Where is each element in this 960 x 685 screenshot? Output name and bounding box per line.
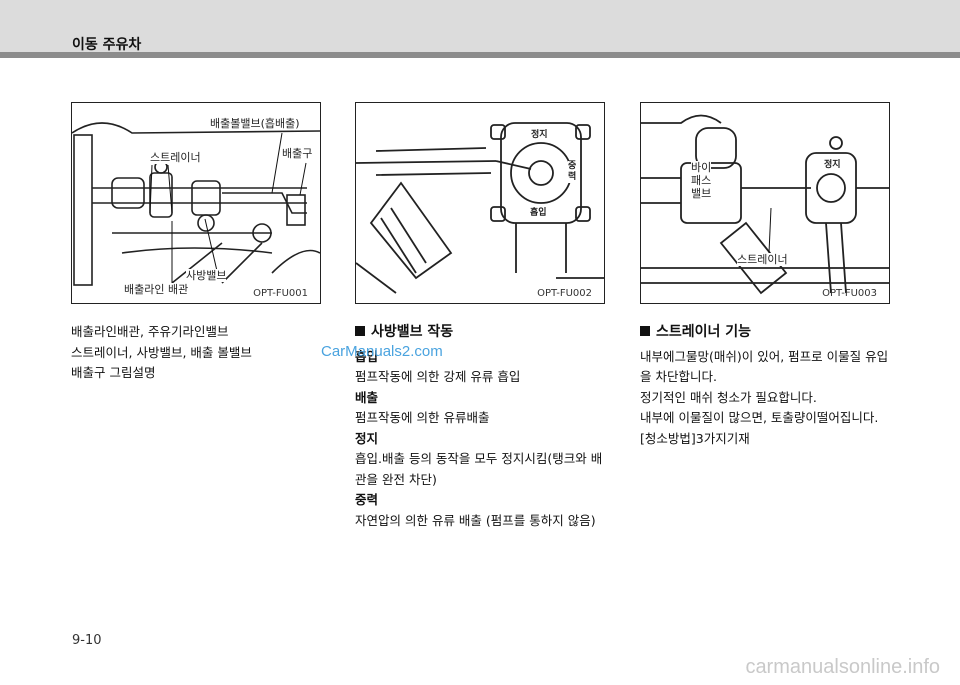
label-outlet-ball-valve: 배출볼밸브(흡배출) bbox=[210, 117, 300, 130]
body-line: 내부에 이물질이 많으면, 토출량이떨어집니다. bbox=[640, 410, 879, 425]
section-heading: 사방밸브 작동 bbox=[355, 322, 605, 343]
desc-discharge: 펌프작동에 의한 유류배출 bbox=[355, 410, 490, 425]
label-outlet-line: 배출라인 배관 bbox=[124, 283, 189, 296]
section-heading: 스트레이너 기능 bbox=[640, 322, 890, 343]
header-rule bbox=[0, 52, 960, 58]
label-suction: 흡입 bbox=[530, 207, 547, 220]
term-suction: 흡입 bbox=[355, 348, 379, 364]
desc-gravity: 자연압의 의한 유류 배출 (펌프를 통하지 않음) bbox=[355, 512, 596, 528]
label-gravity: 중력 bbox=[568, 161, 578, 183]
figure-code: OPT-FU003 bbox=[822, 288, 877, 299]
term-discharge: 배출 bbox=[355, 389, 379, 405]
caption-line: 배출구 그림설명 bbox=[71, 365, 156, 380]
term-stop: 정지 bbox=[355, 430, 379, 446]
header-title: 이동 주유차 bbox=[72, 37, 142, 53]
section-heading-text: 사방밸브 작동 bbox=[371, 324, 454, 340]
strainer-illustration bbox=[641, 114, 889, 295]
strainer-section: 스트레이너 기능 내부에그물망(매쉬)이 있어, 펌프로 이물질 유입을 차단합… bbox=[640, 322, 890, 449]
label-strainer: 스트레이너 bbox=[737, 253, 788, 266]
figure-strainer: 바이 패스 밸브 정지 스트레이너 OPT-FU003 bbox=[640, 102, 890, 304]
desc-suction: 펌프작동에 의한 강제 유류 흡입 bbox=[355, 369, 521, 384]
body-line: 정기적인 매쉬 청소가 필요합니다. bbox=[640, 389, 817, 405]
bullet-square-icon bbox=[355, 326, 365, 336]
figure-four-way-valve: 정지 중력 흡입 OPT-FU002 bbox=[355, 102, 605, 304]
footer-watermark: carmanualsonline.info bbox=[745, 656, 940, 678]
label-stop: 정지 bbox=[824, 159, 841, 172]
caption-line: 배출라인배관, 주유기라인밸브 bbox=[71, 324, 229, 339]
label-strainer: 스트레이너 bbox=[150, 151, 201, 164]
page-number: 9-10 bbox=[72, 633, 102, 648]
label-stop: 정지 bbox=[531, 129, 548, 142]
body-line: 내부에그물망(매쉬)이 있어, 펌프로 이물질 유입을 차단합니다. bbox=[640, 348, 889, 385]
section-heading-text: 스트레이너 기능 bbox=[656, 324, 752, 340]
term-gravity: 중력 bbox=[355, 492, 379, 507]
figure-outlet-piping: 배출볼밸브(흡배출) 스트레이너 배출구 사방밸브 배출라인 배관 OPT-FU… bbox=[71, 102, 321, 304]
page-header: 이동 주유차 bbox=[0, 0, 960, 53]
figure-caption: 배출라인배관, 주유기라인밸브 스트레이너, 사방밸브, 배출 볼밸브 배출구 … bbox=[71, 322, 321, 384]
outlet-piping-illustration bbox=[72, 122, 320, 286]
label-outlet: 배출구 bbox=[282, 147, 313, 160]
body-line: [청소방법]3가지기재 bbox=[640, 430, 750, 446]
desc-stop: 흡입.배출 등의 동작을 모두 정지시킴(탱크와 배관을 완전 차단) bbox=[355, 451, 603, 487]
label-four-way-valve: 사방밸브 bbox=[186, 269, 227, 282]
figure-code: OPT-FU002 bbox=[537, 288, 592, 299]
watermark: CarManuals2.com bbox=[321, 343, 443, 360]
caption-line: 스트레이너, 사방밸브, 배출 볼밸브 bbox=[71, 344, 252, 360]
four-way-valve-illustration bbox=[356, 122, 604, 294]
four-way-valve-section: 사방밸브 작동 흡입 펌프작동에 의한 강제 유류 흡입 배출 펌프작동에 의한… bbox=[355, 322, 605, 531]
bullet-square-icon bbox=[640, 326, 650, 336]
label-bypass-valve: 바이 패스 밸브 bbox=[691, 161, 712, 200]
figure-code: OPT-FU001 bbox=[253, 288, 308, 299]
